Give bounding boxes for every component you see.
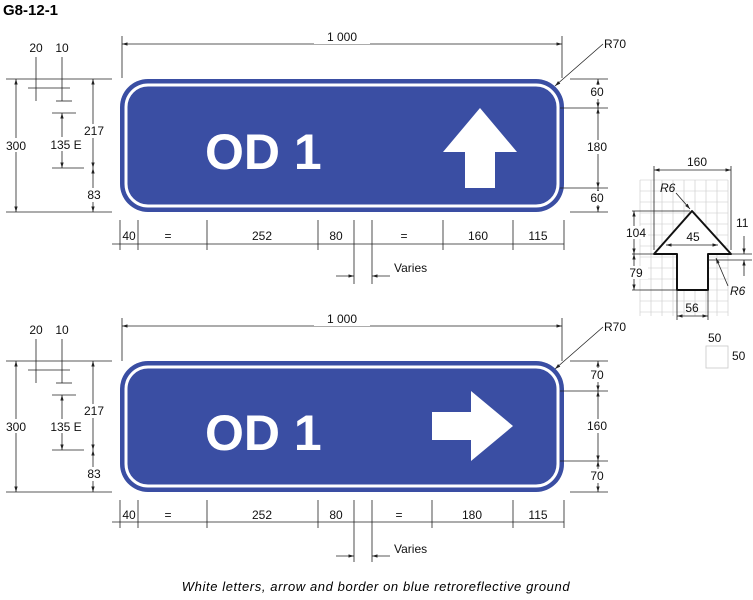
sign-2-bottom-dim-5: =	[395, 508, 402, 522]
sign-1-baseline-offset: 217	[84, 124, 104, 138]
sign-1-bottom-dim-2: =	[164, 229, 171, 243]
detail-width-label: 160	[687, 155, 707, 169]
sign-1-right-top: 60	[590, 85, 604, 99]
sign-2-bottom-dim-6: 180	[462, 508, 482, 522]
detail-tip-radius: R6	[660, 181, 676, 195]
sign-2-border	[124, 365, 560, 488]
sign-1-corner-radius-label: R70	[604, 37, 626, 51]
sign-2-total-height: 300	[6, 420, 26, 434]
sign-1-text-height: 135 E	[50, 138, 81, 152]
drawing-title: G8-12-1	[3, 2, 58, 19]
sign-2-right-arrow-height: 160	[587, 419, 607, 433]
sign-1-bottom-dim-6: 160	[468, 229, 488, 243]
sign-1-bottom-dim-1: 40	[122, 229, 136, 243]
detail-head-depth: 45	[686, 230, 700, 244]
grid-legend-horizontal: 50	[708, 331, 722, 345]
right-arrow-icon	[432, 391, 513, 461]
detail-head-height: 104	[626, 226, 646, 240]
sign-1-margin-label: 20	[29, 41, 43, 55]
sign-1-bottom-dim-3: 252	[252, 229, 272, 243]
sign-1-plate	[120, 79, 564, 212]
grid-legend-vertical: 50	[732, 349, 746, 363]
caption: White letters, arrow and border on blue …	[182, 579, 571, 594]
sign-1-right-arrow-height: 180	[587, 140, 607, 154]
sign-2-right-top: 70	[590, 368, 604, 382]
sign-2-bottom-dim-4: 80	[329, 508, 343, 522]
sign-1-varies-label: Varies	[394, 261, 427, 275]
sign-2-bottom-dim-1: 40	[122, 508, 136, 522]
sign-1-border-label: 10	[55, 41, 69, 55]
sign-1-legend: OD 1	[205, 124, 322, 180]
sign-1-bottom-offset: 83	[87, 188, 101, 202]
sign-2-margin-label: 20	[29, 323, 43, 337]
sign-1-bottom-dim-4: 80	[329, 229, 343, 243]
sign-1-bottom-dim-7: 115	[528, 229, 547, 243]
detail-shaft-width: 56	[685, 301, 699, 315]
sign-2-corner-radius-label: R70	[604, 320, 626, 334]
sign-1-total-height: 300	[6, 139, 26, 153]
sign-2-width-label: 1 000	[327, 312, 357, 326]
sign-2-bottom-dim-3: 252	[252, 508, 272, 522]
arrow-detail: 160 R6 45 104 79 56 11 R6 50 50	[624, 155, 752, 369]
sign-2-border-label: 10	[55, 323, 69, 337]
detail-arrow-outline	[653, 210, 732, 291]
grid-legend-square	[705, 345, 729, 369]
sign-2-bottom-dim-2: =	[164, 508, 171, 522]
sign-2-legend: OD 1	[205, 405, 322, 461]
sign-1-group: 1 000 R70 OD 1 300 20 10 135 E 217 83	[3, 30, 626, 284]
sign-1-right-bottom: 60	[590, 191, 604, 205]
sign-1-border	[124, 83, 560, 208]
sign-2-group: 1 000 R70 OD 1 300 20 10 135 E 217 83	[3, 312, 626, 562]
sign-1-width-label: 1 000	[327, 30, 357, 44]
sign-2-bottom-offset: 83	[87, 467, 101, 481]
detail-shaft-height: 79	[629, 266, 643, 280]
detail-barb-offset: 11	[736, 216, 749, 230]
sign-2-right-bottom: 70	[590, 469, 604, 483]
sign-2-varies-label: Varies	[394, 542, 427, 556]
sign-1-bottom-dim-5: =	[400, 229, 407, 243]
sign-2-baseline-offset: 217	[84, 404, 104, 418]
up-arrow-icon	[443, 108, 517, 188]
sign-2-bottom-dim-7: 115	[528, 508, 547, 522]
detail-barb-radius: R6	[730, 284, 746, 298]
sign-2-plate	[120, 361, 564, 492]
sign-2-text-height: 135 E	[50, 420, 81, 434]
